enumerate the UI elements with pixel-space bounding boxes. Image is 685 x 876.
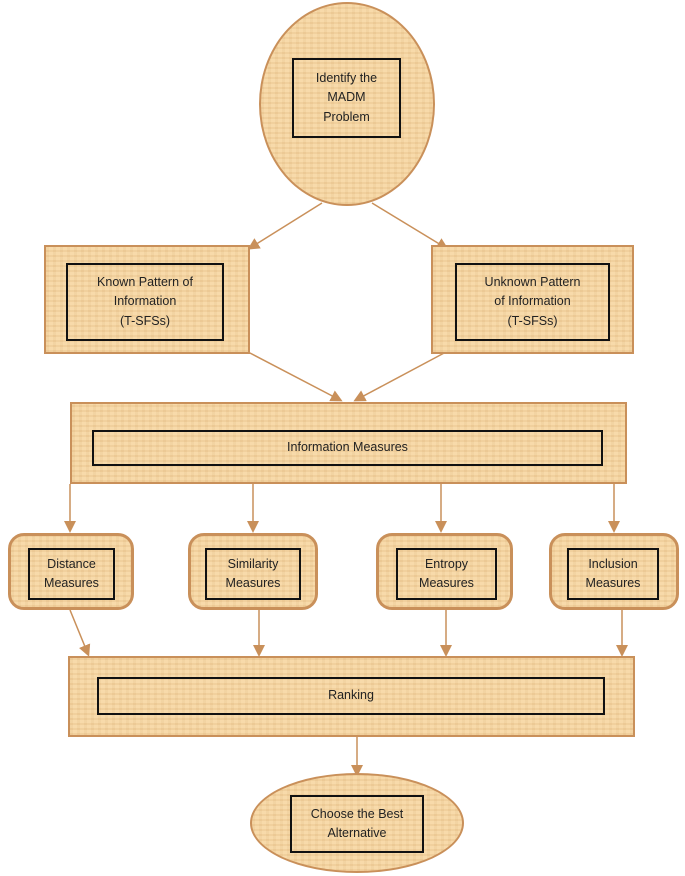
arrow-start-to-unknown [371, 202, 449, 250]
distance-measures-box: Distance Measures [8, 533, 134, 610]
information-measures-box: Information Measures [70, 402, 627, 484]
unknown-line-1: Unknown Pattern [484, 274, 581, 289]
arrow-unknown-to-info [353, 351, 447, 402]
entropy-measures-label-box: Entropy Measures [396, 548, 497, 600]
similarity-measures-label-box: Similarity Measures [205, 548, 301, 600]
similarity-measures-box: Similarity Measures [188, 533, 318, 610]
start-line-3: Problem [323, 109, 370, 124]
inclusion-measures-box: Inclusion Measures [549, 533, 679, 610]
known-pattern-box: Known Pattern of Information (T-SFSs) [44, 245, 250, 354]
information-measures-label-box: Information Measures [92, 430, 603, 466]
entropy-line-2: Measures [419, 576, 474, 590]
distance-measures-label-box: Distance Measures [28, 548, 115, 600]
start-circle: Identify the MADM Problem [259, 2, 435, 206]
inclusion-line-1: Inclusion [588, 556, 638, 571]
start-line-1: Identify the [315, 70, 378, 85]
inclusion-line-2: Measures [585, 576, 641, 590]
ranking-label: Ranking [328, 688, 374, 703]
ranking-box: Ranking [68, 656, 635, 737]
ranking-label-box: Ranking [97, 677, 605, 715]
distance-line-2: Measures [44, 576, 99, 590]
arrow-start-to-known [247, 202, 323, 250]
unknown-line-2: of Information [494, 294, 571, 309]
end-label-box: Choose the Best Alternative [290, 795, 424, 853]
inclusion-measures-label-box: Inclusion Measures [567, 548, 659, 600]
similarity-line-1: Similarity [227, 556, 279, 571]
unknown-line-3: (T-SFSs) [507, 313, 558, 328]
known-line-2: Information [113, 294, 177, 309]
start-line-2: MADM [327, 90, 366, 105]
unknown-pattern-label-box: Unknown Pattern of Information (T-SFSs) [455, 263, 610, 341]
arrow-known-to-info [247, 351, 343, 402]
similarity-line-2: Measures [225, 576, 281, 590]
known-pattern-label-box: Known Pattern of Information (T-SFSs) [66, 263, 224, 341]
start-label-box: Identify the MADM Problem [292, 58, 401, 138]
information-measures-label: Information Measures [287, 440, 408, 455]
end-line-2: Alternative [327, 826, 387, 840]
known-line-1: Known Pattern of [97, 274, 193, 289]
unknown-pattern-box: Unknown Pattern of Information (T-SFSs) [431, 245, 634, 354]
entropy-measures-box: Entropy Measures [376, 533, 513, 610]
end-ellipse: Choose the Best Alternative [250, 773, 464, 873]
entropy-line-1: Entropy [424, 556, 469, 571]
arrow-distance-to-ranking [69, 609, 91, 657]
known-line-3: (T-SFSs) [120, 313, 170, 328]
distance-line-1: Distance [47, 556, 96, 571]
end-line-1: Choose the Best [310, 806, 404, 821]
